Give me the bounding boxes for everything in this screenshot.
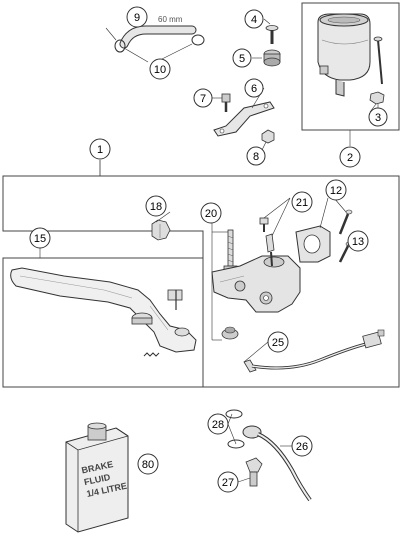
- callout-7: 7: [193, 88, 213, 108]
- callout-4: 4: [244, 9, 264, 29]
- callout-1: 1: [89, 138, 111, 160]
- lever-pivot-bushing: [167, 289, 183, 310]
- hose-clamp-left: [114, 39, 126, 53]
- callout-7-label: 7: [200, 93, 206, 105]
- callout-2-label: 2: [347, 152, 353, 164]
- callout-20-label: 20: [205, 208, 217, 220]
- reservoir-hose: [119, 25, 197, 49]
- callout-8: 8: [246, 146, 266, 166]
- callout-26-label: 26: [296, 441, 308, 453]
- callout-5: 5: [232, 48, 252, 68]
- callout-4-label: 4: [251, 14, 257, 26]
- callout-8-label: 8: [253, 151, 259, 163]
- screw-4: [265, 25, 279, 44]
- callout-6: 6: [244, 78, 264, 98]
- callout-80: 80: [137, 453, 159, 475]
- callout-25-label: 25: [272, 337, 284, 349]
- callout-9: 9: [126, 6, 148, 28]
- bleed-screw-21b: [265, 233, 275, 267]
- reservoir-body: [317, 13, 371, 97]
- banjo-fitting: [242, 425, 312, 502]
- callout-12: 12: [325, 179, 347, 201]
- callout-21: 21: [291, 191, 313, 213]
- callout-27: 27: [217, 471, 239, 493]
- sealing-washer-bottom: [227, 439, 245, 449]
- reservoir-nut: [369, 91, 385, 105]
- callout-80-label: 80: [142, 459, 154, 471]
- lever-adjuster-knob: [131, 312, 153, 325]
- push-rod-20: [223, 229, 238, 273]
- callout-20: 20: [200, 202, 222, 224]
- reservoir-group-box: [301, 2, 400, 131]
- nut-8: [261, 129, 275, 144]
- brake-light-switch-25: [243, 329, 385, 373]
- piston-boot: [221, 326, 239, 340]
- brake-lever: [10, 267, 197, 353]
- bottle-cap: [87, 422, 107, 441]
- callout-3: 3: [368, 107, 388, 127]
- master-cylinder-body: [211, 255, 301, 313]
- hose-length-label: 60 mm: [158, 15, 183, 24]
- callout-18-label: 18: [150, 201, 162, 213]
- bleed-screw-21a: [259, 217, 269, 232]
- callout-12-label: 12: [330, 185, 342, 197]
- grommet-5: [263, 49, 281, 67]
- callout-18: 18: [145, 195, 167, 217]
- knob-18: [151, 219, 171, 241]
- callout-27-label: 27: [222, 477, 234, 489]
- lever-group-box: [2, 257, 204, 388]
- callout-15: 15: [29, 227, 51, 249]
- callout-10-label: 10: [154, 64, 166, 76]
- callout-10: 10: [149, 58, 171, 80]
- lever-pivot-ring: [174, 327, 190, 337]
- callout-2: 2: [339, 146, 361, 168]
- handlebar-clamp-12: [295, 225, 331, 263]
- callout-13-label: 13: [352, 236, 364, 248]
- callout-21-label: 21: [296, 197, 308, 209]
- callout-28: 28: [207, 413, 229, 435]
- clamp-screw-13a: [338, 209, 353, 235]
- callout-13: 13: [347, 230, 369, 252]
- callout-3-label: 3: [375, 112, 381, 124]
- brake-fluid-bottle: [65, 427, 129, 533]
- callout-6-label: 6: [251, 83, 257, 95]
- callout-28-label: 28: [212, 419, 224, 431]
- callout-25: 25: [267, 331, 289, 353]
- lever-spring: [143, 352, 160, 357]
- sealing-washer-top: [225, 409, 243, 419]
- banjo-bolt-27: [245, 457, 263, 487]
- callout-15-label: 15: [34, 233, 46, 245]
- screw-7: [221, 93, 231, 112]
- callout-1-label: 1: [97, 144, 103, 156]
- callout-9-label: 9: [134, 12, 140, 24]
- reservoir-screw: [373, 36, 383, 85]
- leader-lines: [39, 18, 377, 483]
- callout-5-label: 5: [239, 53, 245, 65]
- hose-clamp-right: [191, 34, 205, 46]
- callout-26: 26: [291, 435, 313, 457]
- bracket-6: [213, 101, 275, 137]
